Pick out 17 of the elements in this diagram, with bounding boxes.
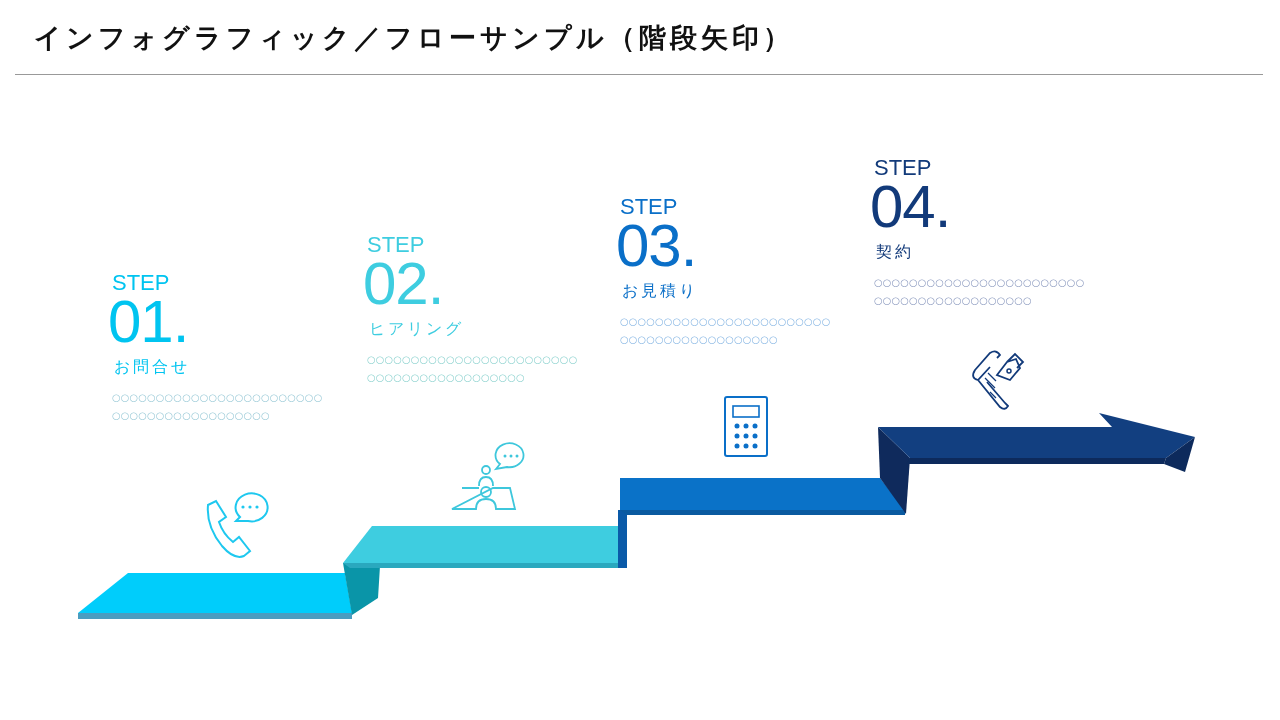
placeholder-text: ○○○○○○○○○○○○○○○○○○○○○○○○○○○○○○○○○○○○○○○○○○ — [620, 315, 832, 347]
page-title: インフォグラフィック／フローサンプル（階段矢印） — [34, 22, 794, 55]
step-heading: お問合せ — [114, 358, 190, 376]
placeholder-text: ○○○○○○○○○○○○○○○○○○○○○○○○○○○○○○○○○○○○○○○○○○ — [367, 353, 579, 385]
step-heading: お見積り — [622, 282, 698, 300]
placeholder-text: ○○○○○○○○○○○○○○○○○○○○○○○○○○○○○○○○○○○○○○○○○○ — [874, 276, 1086, 308]
placeholder-text: ○○○○○○○○○○○○○○○○○○○○○○○○○○○○○○○○○○○○○○○○○○ — [112, 391, 324, 423]
step-heading: 契約 — [876, 243, 914, 261]
step-number: 03. — [616, 216, 697, 276]
step-number: 02. — [363, 254, 444, 314]
step-label: STEP — [620, 196, 678, 218]
step-number: 04. — [870, 177, 951, 237]
step-number: 01. — [108, 292, 189, 352]
step-label: STEP — [367, 234, 425, 256]
step-label: STEP — [112, 272, 170, 294]
step-heading: ヒアリング — [369, 320, 464, 338]
step-label: STEP — [874, 157, 932, 179]
